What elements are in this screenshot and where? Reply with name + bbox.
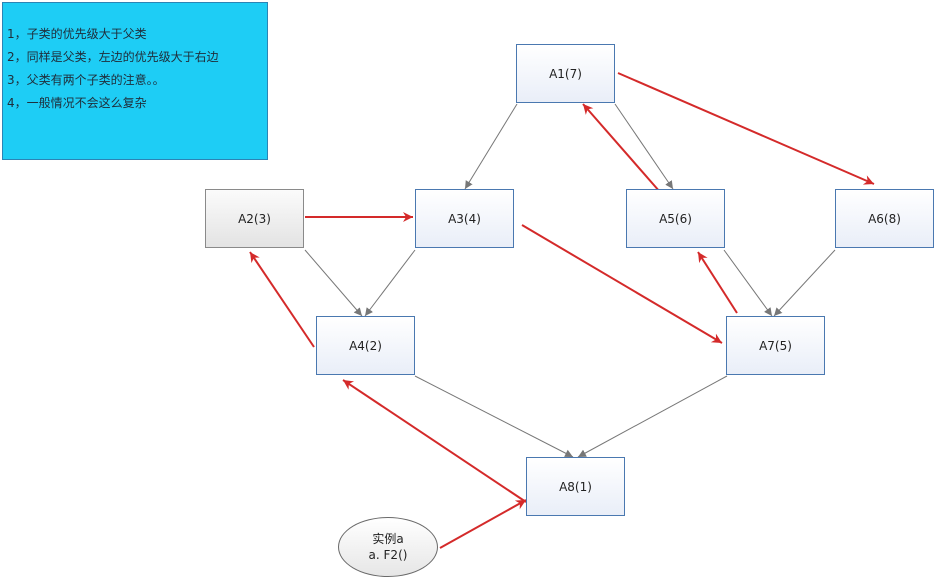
path-instance-a8 (439, 499, 527, 549)
node-a8: A8(1) (526, 457, 625, 516)
node-a5-label: A5(6) (659, 211, 692, 226)
path-a1-a6 (617, 72, 875, 185)
instance-call: a. F2() (368, 548, 408, 562)
node-a2-label: A2(3) (238, 211, 271, 226)
path-a7-a5 (697, 251, 738, 314)
notes-box: 1，子类的优先级大于父类 2，同样是父类，左边的优先级大于右边 3，父类有两个子… (2, 2, 268, 160)
node-a6: A6(8) (835, 189, 934, 248)
node-a6-label: A6(8) (868, 211, 901, 226)
node-a7: A7(5) (726, 316, 825, 375)
path-a8-a4 (342, 379, 527, 503)
note-line: 2，同样是父类，左边的优先级大于右边 (7, 50, 219, 64)
node-a5: A5(6) (626, 189, 725, 248)
note-line: 4，一般情况不会这么复杂 (7, 96, 147, 110)
instance-name: 实例a (372, 532, 404, 546)
node-a3-label: A3(4) (448, 211, 481, 226)
node-a7-label: A7(5) (759, 338, 792, 353)
edge-a2-a4 (304, 249, 363, 317)
instance-ellipse: 实例a a. F2() (338, 517, 438, 577)
note-line: 1，子类的优先级大于父类 (7, 27, 147, 41)
edge-a1-a3 (464, 103, 518, 190)
node-a4-label: A4(2) (349, 338, 382, 353)
edge-a6-a7 (773, 249, 836, 317)
edge-a4-a8 (414, 375, 574, 458)
node-a1-label: A1(7) (549, 66, 582, 81)
node-a2: A2(3) (205, 189, 304, 248)
edge-a5-a7 (723, 249, 773, 317)
edge-a1-a5 (614, 103, 674, 190)
edge-a3-a4 (364, 249, 416, 317)
resolution-path (249, 72, 875, 549)
node-a3: A3(4) (415, 189, 514, 248)
edge-a7-a8 (577, 375, 728, 458)
node-a1: A1(7) (516, 44, 615, 103)
path-a4-a2 (249, 251, 315, 348)
note-line: 3，父类有两个子类的注意。。 (7, 73, 165, 87)
path-a5-a1 (582, 103, 661, 193)
path-a3-a7 (521, 224, 723, 344)
inheritance-edges (304, 103, 836, 458)
node-a4: A4(2) (316, 316, 415, 375)
node-a8-label: A8(1) (559, 479, 592, 494)
